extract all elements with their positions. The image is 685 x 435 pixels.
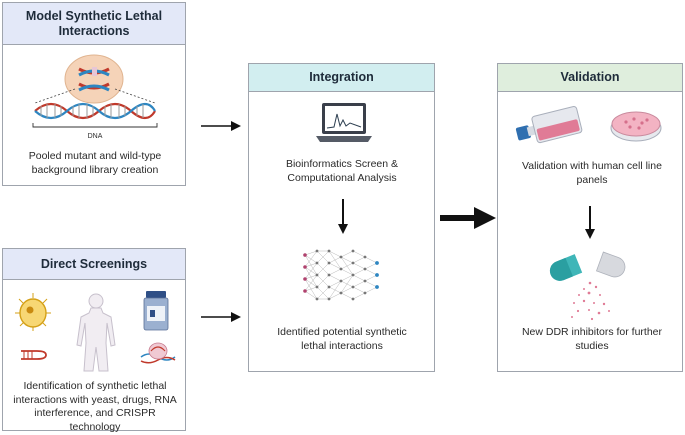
dna-helix-icon [32, 88, 158, 128]
validation-caption-top: Validation with human cell line panels [522, 160, 662, 186]
down-arrow-icon [585, 206, 595, 239]
integration-caption-bottom: Identified potential synthetic lethal in… [277, 326, 407, 352]
integration-caption-top: Bioinformatics Screen & Computational An… [285, 158, 399, 184]
down-arrow-icon [338, 199, 348, 234]
validation-panel: Validation Validation with human cell li… [497, 63, 683, 372]
integration-to-validation-arrow [440, 207, 496, 229]
yeast-cell-icon [15, 293, 51, 331]
direct-panel-title: Direct Screenings [3, 249, 185, 280]
crispr-icon [140, 342, 176, 364]
integration-panel-title: Integration [249, 64, 434, 92]
model-panel-title: Model Synthetic Lethal Interactions [3, 3, 185, 45]
validation-panel-title: Validation [498, 64, 682, 92]
drug-bottle-icon [143, 291, 169, 331]
direct-panel: Direct Screenings Identification of synt… [2, 248, 186, 433]
cell-culture-flask-icon [515, 106, 583, 144]
chromosome-icon [64, 54, 124, 104]
neural-network-icon [303, 249, 379, 301]
human-body-icon [76, 293, 116, 372]
dna-label: DNA [87, 133, 103, 140]
integration-panel: Integration Bioinformatics Screen & Comp… [248, 63, 435, 372]
validation-caption-bottom: New DDR inhibitors for further studies [521, 326, 663, 352]
model-panel-caption: Pooled mutant and wild-type background l… [28, 150, 162, 176]
laptop-chart-icon [316, 103, 372, 142]
direct-to-integration-arrow [201, 312, 241, 322]
model-to-integration-arrow [201, 121, 241, 131]
petri-dish-icon [610, 111, 662, 142]
rna-hairpin-icon [21, 350, 47, 360]
capsule-pill-icon [549, 251, 626, 321]
model-panel: Model Synthetic Lethal Interactions DNA … [2, 2, 186, 186]
direct-panel-caption: Identification of synthetic lethal inter… [13, 380, 177, 433]
